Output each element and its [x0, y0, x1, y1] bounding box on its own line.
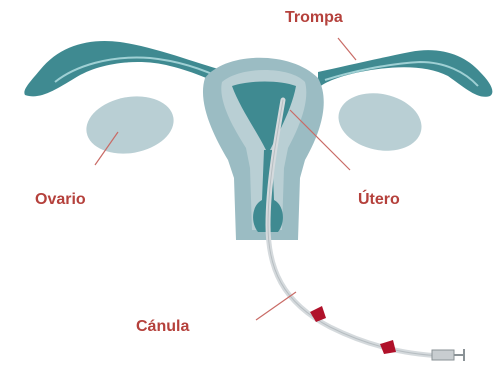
canula-leader-line	[256, 292, 296, 320]
syringe-body	[432, 350, 454, 360]
cannula-marker-lower	[380, 340, 396, 354]
trompa-leader-line	[338, 38, 356, 60]
uterus	[203, 58, 324, 240]
cannula-marker-upper	[310, 306, 326, 322]
label-utero: Útero	[358, 189, 400, 208]
left-ovary	[82, 90, 178, 160]
label-trompa: Trompa	[285, 9, 343, 26]
syringe-connector	[432, 349, 464, 361]
label-canula: Cánula	[136, 318, 189, 335]
label-ovario: Ovario	[35, 191, 86, 208]
right-ovary	[333, 86, 427, 158]
